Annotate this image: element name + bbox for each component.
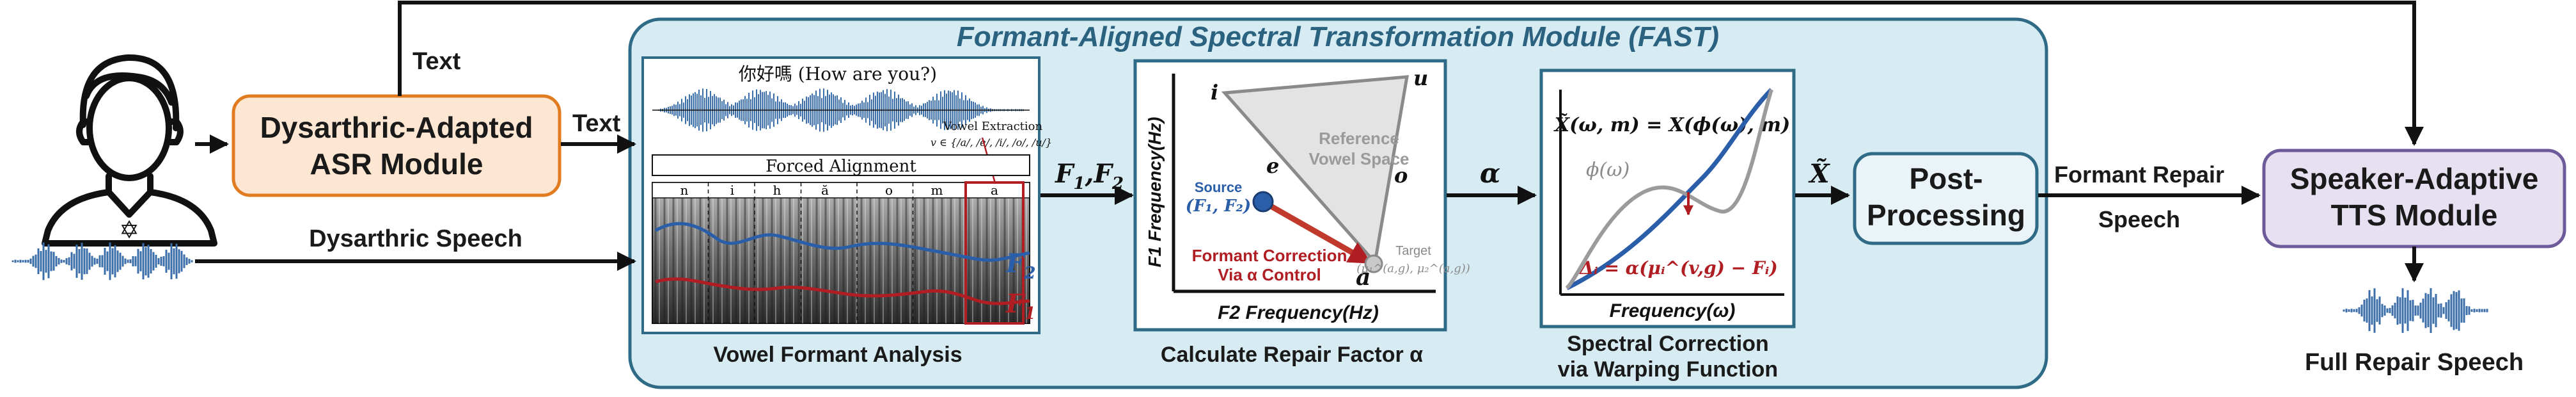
phone-label: ă	[821, 182, 829, 198]
forced-alignment-bar	[652, 154, 1030, 176]
utterance-text: 你好嗎 (How are you?)	[739, 63, 937, 85]
warp-caption-1: Spectral Correction	[1567, 332, 1769, 356]
phone-label: h	[773, 182, 781, 198]
edge-label-formant-1: Formant Repair	[2054, 161, 2224, 188]
fast-module-title: Formant-Aligned Spectral Transformation …	[957, 21, 1719, 53]
vowel-set-label: v ∈ {/a/, /e/, /i/, /o/, /u/}	[931, 136, 1052, 149]
edge-label-f1f2: F1,F2	[1055, 159, 1124, 193]
f1-contour	[655, 277, 1030, 305]
repair-y-axis-label: F1 Frequency(Hz)	[1145, 117, 1165, 268]
repaired-waveform-icon	[2343, 288, 2488, 334]
identity-curve	[1566, 88, 1773, 291]
edge-label-formant-2: Speech	[2098, 206, 2180, 232]
post-processing-label-1: Post-	[1910, 162, 1983, 195]
vowel-extraction-label: Vowel Extraction	[943, 120, 1042, 133]
f1-label: F1	[1005, 289, 1036, 323]
edge-label-dysarthric-speech: Dysarthric Speech	[309, 225, 522, 252]
vertex-i: i	[1211, 80, 1218, 104]
phone-label: n	[680, 182, 689, 198]
target-title: Target	[1395, 244, 1431, 258]
f2-label: F2	[1005, 248, 1036, 283]
correction-label-2: Via α Control	[1218, 265, 1321, 284]
asr-module-box[interactable]	[232, 94, 562, 197]
edge-asr-text-to-tts	[398, 1, 2424, 146]
source-title: Source	[1195, 179, 1243, 195]
phone-label: i	[730, 182, 734, 198]
target-coords: (μ₁^(a,g), μ₂^(a,g))	[1356, 262, 1470, 275]
phone-label: m	[931, 182, 943, 198]
warp-equation: X̃(ω, m) = X(ϕ(ω), m)	[1553, 114, 1790, 136]
edge-label-text-top: Text	[412, 48, 461, 75]
phi-label: ϕ(ω)	[1586, 159, 1630, 181]
phone-label: o	[885, 182, 893, 198]
warp-x-axis-label: Frequency(ω)	[1610, 300, 1736, 321]
vertex-o: o	[1394, 163, 1408, 188]
vertex-a: a	[1356, 264, 1370, 291]
repair-x-axis-label: F2 Frequency(Hz)	[1218, 302, 1379, 323]
forced-alignment-label: Forced Alignment	[766, 157, 916, 176]
phone-label: a	[991, 182, 998, 198]
correction-label-1: Formant Correction	[1192, 246, 1347, 265]
tts-module-label-2: TTS Module	[2331, 199, 2498, 232]
vertex-e: e	[1266, 154, 1279, 178]
reference-label-1: Reference	[1319, 129, 1399, 148]
source-point	[1252, 191, 1274, 213]
f2-contour	[654, 222, 1030, 262]
correction-arrow	[1261, 199, 1372, 265]
vowel-panel-caption: Vowel Formant Analysis	[713, 343, 962, 367]
dysarthric-waveform-icon	[12, 242, 193, 280]
speaker-badge-icon: ✡	[119, 216, 139, 244]
reference-vowel-space	[1221, 75, 1410, 266]
post-processing-box[interactable]	[1853, 152, 2039, 245]
asr-module-label-2: ASR Module	[310, 147, 483, 181]
post-processing-label-2: Processing	[1867, 199, 2025, 232]
vertex-u: u	[1413, 66, 1428, 90]
edge-label-alpha: α	[1480, 158, 1500, 189]
warp-caption-2: via Warping Function	[1558, 357, 1778, 382]
edge-label-text-mid: Text	[572, 110, 621, 137]
speaker-person-icon	[42, 54, 217, 247]
tts-module-label-1: Speaker-Adaptive	[2290, 162, 2539, 195]
edge-label-xtilde: X̃	[1807, 159, 1830, 189]
target-point	[1364, 254, 1383, 273]
delta-equation: Δᵢ = α(μᵢ^(v,g) − Fᵢ)	[1578, 257, 1777, 279]
repair-panel-caption: Calculate Repair Factor α	[1161, 343, 1423, 367]
source-coords: (F₁, F₂)	[1186, 197, 1251, 216]
asr-module-label-1: Dysarthric-Adapted	[260, 111, 533, 144]
output-label: Full Repair Speech	[2305, 349, 2524, 376]
reference-label-2: Vowel Space	[1308, 149, 1409, 168]
